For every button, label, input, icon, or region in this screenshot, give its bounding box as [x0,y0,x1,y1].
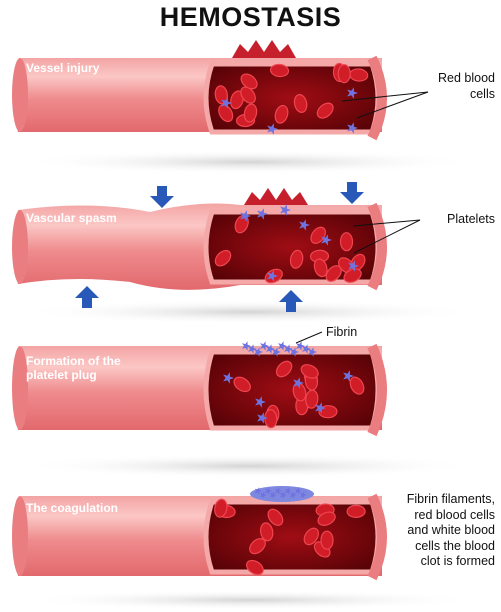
platelet [284,344,293,354]
platelet [347,122,358,134]
platelet [308,347,317,357]
red-blood-cell [303,527,319,546]
red-blood-cell [264,409,278,429]
red-blood-cell [349,376,365,395]
vessel-end-cap [12,210,28,284]
red-blood-cell [346,504,366,519]
platelet [274,487,282,495]
platelet [248,344,257,354]
stage-vascular-spasm [12,182,480,324]
red-blood-cell [337,64,351,84]
stage-label-platelet-plug: Formation of the platelet plug [26,354,121,382]
stage-vessel-injury [12,40,480,174]
red-blood-cell [214,85,228,105]
wound-rupture [232,40,296,58]
platelet [266,344,275,354]
platelet [315,402,326,414]
vessel-end-cap [12,346,28,430]
red-blood-cell [246,559,264,576]
red-blood-cell [343,268,362,283]
platelet [267,123,278,135]
platelet [302,344,311,354]
platelet [254,347,263,357]
platelet [254,487,262,495]
vessel-end-cap [12,58,28,132]
platelet [289,491,297,499]
red-blood-cell [317,511,336,526]
stage-label-vessel-injury: Vessel injury [26,61,100,75]
platelet [223,372,234,384]
red-blood-cell [300,364,319,379]
platelet [296,341,305,351]
red-blood-cell [267,508,284,526]
platelet [255,396,266,408]
callout-platelets: Platelets [447,212,495,226]
platelet [293,377,304,389]
callout-blood-clot: Fibrin filaments, red blood cells and wh… [406,492,495,568]
vessel-rim [367,493,387,581]
stage-coagulation [12,486,480,610]
platelet [347,87,358,99]
callout-leaders [341,91,429,254]
platelet [257,412,268,424]
red-blood-cell [240,73,258,90]
diagram-title: HEMOSTASIS [159,2,342,32]
red-blood-cell [259,522,274,542]
platelet [294,487,302,495]
platelet [257,208,268,220]
constriction-arrow-down [150,182,364,208]
vessel-rim [367,202,387,291]
platelet [278,341,287,351]
red-blood-cell [274,104,289,124]
fibrin-leader [295,331,323,344]
vessel-end-cap [12,496,28,576]
red-blood-cell [214,249,232,267]
red-blood-cell [233,376,251,393]
wound-rupture [244,188,308,205]
red-blood-cell [293,94,308,113]
red-blood-cell [214,498,228,518]
red-blood-cell [269,63,290,78]
red-blood-cell [240,86,256,104]
stage-platelet-plug [12,331,480,478]
vessel-rim [367,55,387,141]
platelet [299,219,310,231]
red-blood-cell [218,104,234,123]
red-blood-cell [230,90,244,110]
red-blood-cell [320,530,334,550]
platelet [221,97,232,109]
platelet [348,260,359,272]
vessel-rim [367,343,387,437]
platelet [260,341,269,351]
platelet [343,370,354,382]
platelet [299,491,307,499]
platelet [321,234,332,246]
red-blood-cell [339,232,354,252]
red-blood-cell [313,258,328,278]
platelet [259,491,267,499]
platelet [267,270,278,282]
stage-label-vascular-spasm: Vascular spasm [26,211,117,225]
red-blood-cell [243,103,258,123]
callout-fibrin: Fibrin [326,325,358,339]
platelet [264,487,272,495]
platelet [290,347,299,357]
constriction-arrow-up [75,286,303,312]
platelet [272,347,281,357]
platelet [280,204,291,216]
platelet [242,341,251,351]
red-blood-cell [316,102,334,119]
callout-red-blood-cells: Red blood cells [438,71,495,101]
platelet [279,491,287,499]
platelet [284,487,292,495]
platelet [269,491,277,499]
red-blood-cell [289,249,304,269]
platelet [240,210,251,222]
stage-label-coagulation: The coagulation [26,501,119,515]
red-blood-cell [325,265,342,282]
red-blood-cell [275,360,293,378]
